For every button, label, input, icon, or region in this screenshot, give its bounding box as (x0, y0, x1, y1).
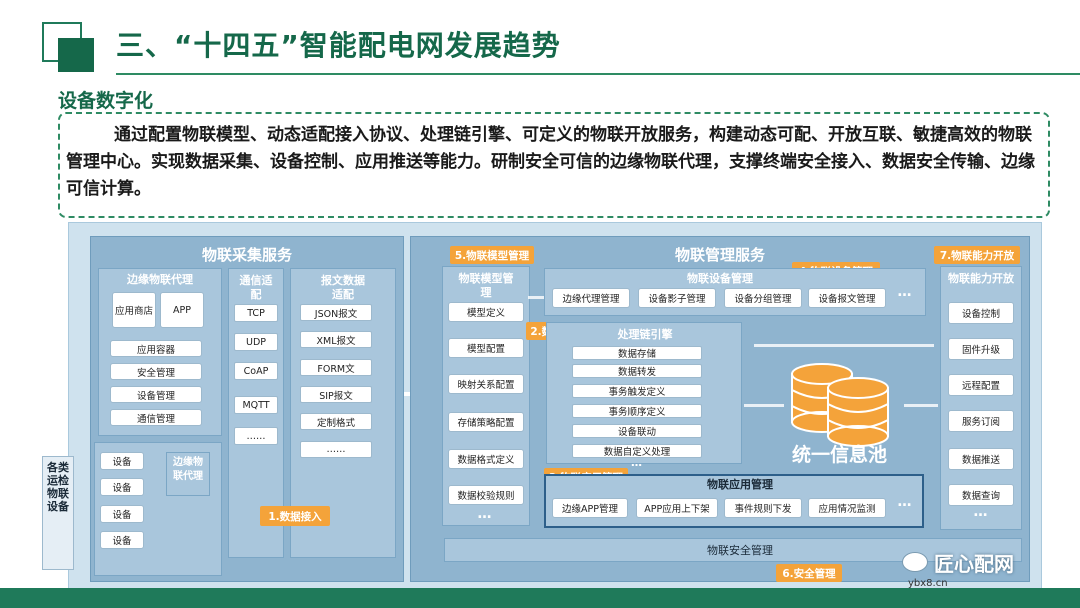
app-mgmt-title: 物联应用管理 (707, 478, 773, 491)
device-mgmt-title: 物联设备管理 (687, 272, 753, 285)
watermark-url: ybx8.cn (908, 578, 948, 589)
open-capability-item: 设备控制 (948, 302, 1014, 324)
processing-item: 数据存储 (572, 346, 702, 360)
device-box: 设备 (100, 505, 144, 523)
open-capability-item: 数据查询 (948, 484, 1014, 506)
model-item: 数据校验规则 (448, 485, 524, 505)
comm-item: MQTT (234, 396, 278, 414)
description-text: 通过配置物联模型、动态适配接入协议、处理链引擎、可定义的物联开放服务，构建动态可… (66, 125, 1035, 199)
section-subtitle: 设备数字化 (58, 90, 154, 112)
model-item: 映射关系配置 (448, 374, 524, 394)
arrow-processing-to-pool (744, 404, 784, 407)
arrow-pool-to-open (904, 404, 938, 407)
edge-proxy-item: 设备管理 (110, 386, 202, 403)
model-item: 模型定义 (448, 302, 524, 322)
page-title: 三、“十四五”智能配电网发展趋势 (116, 29, 561, 62)
msg-item: FORM文 (300, 359, 372, 376)
device-mgmt-item: 设备分组管理 (724, 288, 802, 308)
comm-item: UDP (234, 333, 278, 351)
edge-proxy-item: 应用容器 (110, 340, 202, 357)
app-mgmt-item: 事件规则下发 (724, 498, 802, 518)
device-mgmt-more: … (897, 284, 913, 300)
tag-security: 6.安全管理 (776, 564, 842, 582)
watermark-brand: 匠心配网 (934, 552, 1014, 576)
edge-proxy-small: 边缘物联代理 (166, 452, 210, 496)
open-capability-item: 服务订阅 (948, 410, 1014, 432)
open-capability-item: 远程配置 (948, 374, 1014, 396)
device-box: 设备 (100, 531, 144, 549)
app-mgmt-item: 应用情况监测 (808, 498, 886, 518)
info-pool-label: 统一信息池 (792, 444, 888, 466)
msg-adapt-title: 报文数据适配 (321, 274, 365, 301)
app-mgmt-item: 边缘APP管理 (552, 498, 628, 518)
processing-more: … (631, 456, 643, 469)
open-capability-more: … (973, 504, 989, 520)
model-item: 模型配置 (448, 338, 524, 358)
arrow-to-open-capability (754, 344, 934, 347)
device-mgmt-item: 设备影子管理 (638, 288, 716, 308)
header-divider (116, 73, 1080, 75)
footer-bar (0, 588, 1080, 608)
device-mgmt-item: 边缘代理管理 (552, 288, 630, 308)
processing-item: 设备联动 (572, 424, 702, 438)
management-service-title: 物联管理服务 (674, 246, 765, 264)
collection-service-title: 物联采集服务 (201, 246, 292, 264)
open-capability-title: 物联能力开放 (948, 272, 1014, 285)
database-icon (791, 363, 889, 447)
edge-proxy-item: 通信管理 (110, 409, 202, 426)
edge-proxy-item: 安全管理 (110, 363, 202, 380)
msg-item: XML报文 (300, 331, 372, 348)
tag-data-access: 1.数据接入 (260, 506, 330, 526)
processing-title: 处理链引擎 (617, 328, 673, 341)
model-item: 数据格式定义 (448, 449, 524, 469)
msg-item: 定制格式 (300, 413, 372, 430)
iot-devices-label: 各类运检物联设备 (42, 456, 74, 570)
app-store-box: 应用商店 (112, 292, 156, 328)
app-mgmt-more: … (897, 494, 913, 510)
comm-item: …… (234, 427, 278, 445)
description-box (58, 112, 1050, 218)
model-more: … (477, 506, 493, 522)
collection-to-management-arrow (404, 392, 412, 396)
tag-open-capability: 7.物联能力开放 (934, 246, 1020, 264)
model-mgmt-title: 物联模型管理 (458, 272, 514, 299)
wechat-icon (902, 552, 928, 572)
comm-item: CoAP (234, 362, 278, 380)
device-box: 设备 (100, 478, 144, 496)
model-item: 存储策略配置 (448, 412, 524, 432)
device-mgmt-item: 设备报文管理 (808, 288, 886, 308)
security-title: 物联安全管理 (707, 544, 773, 557)
tag-model-mgmt: 5.物联模型管理 (450, 246, 534, 264)
app-mgmt-item: APP应用上下架 (636, 498, 718, 518)
processing-item: 事务顺序定义 (572, 404, 702, 418)
edge-proxy-title: 边缘物联代理 (127, 273, 193, 286)
arrow-model-to-device (528, 296, 544, 299)
processing-item: 数据转发 (572, 364, 702, 378)
msg-item: JSON报文 (300, 304, 372, 321)
open-capability-item: 固件升级 (948, 338, 1014, 360)
processing-item: 数据自定义处理 (572, 444, 702, 458)
device-box: 设备 (100, 452, 144, 470)
comm-adapt-title: 通信适配 (239, 274, 273, 301)
app-box: APP (160, 292, 204, 328)
msg-item: SIP报文 (300, 386, 372, 403)
header-deco-square-filled (58, 38, 94, 72)
msg-item: …… (300, 441, 372, 458)
comm-item: TCP (234, 304, 278, 322)
processing-item: 事务触发定义 (572, 384, 702, 398)
open-capability-item: 数据推送 (948, 448, 1014, 470)
